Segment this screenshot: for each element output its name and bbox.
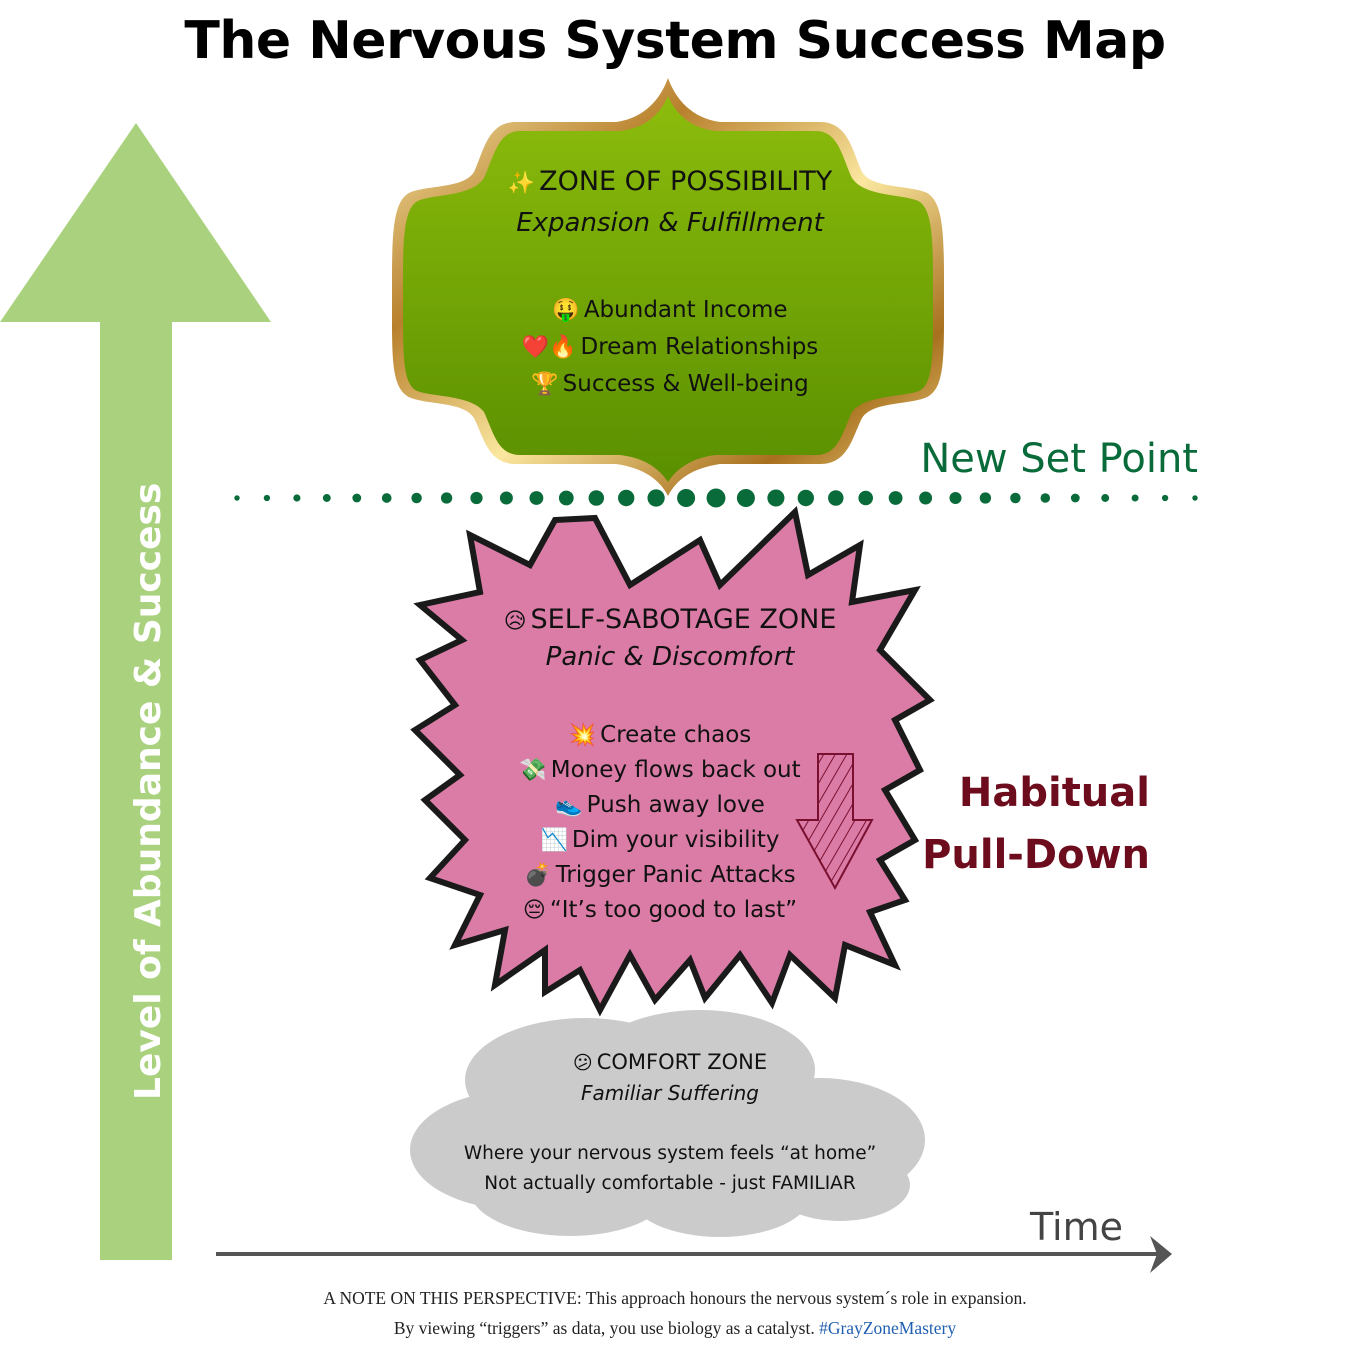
list-item: ❤️🔥Dream Relationships — [440, 329, 900, 366]
set-point-dot — [499, 491, 513, 505]
set-point-dot — [767, 489, 785, 507]
set-point-dot — [293, 494, 301, 502]
habitual-pull-down-label: Habitual Pull-Down — [922, 770, 1150, 878]
pull-down-arrow-icon — [795, 753, 874, 891]
set-point-dotted-line — [234, 488, 1198, 508]
set-point-dot — [736, 489, 755, 507]
list-item: 💸Money flows back out — [410, 753, 910, 788]
sabotage-subtitle: Panic & Discomfort — [545, 642, 795, 673]
list-item: 🏆Success & Well-being — [440, 366, 900, 403]
set-point-dot — [322, 494, 331, 502]
new-set-point-label: New Set Point — [920, 436, 1198, 482]
x-axis-label: Time — [1030, 1205, 1123, 1249]
sabotage-list: 💥Create chaos 💸Money flows back out 👟Pus… — [440, 718, 910, 928]
y-axis-label: Level of Abundance & Success — [128, 482, 169, 1100]
comfort-zone: 😕COMFORT ZONE Familiar Suffering Where y… — [420, 1050, 920, 1199]
y-axis-arrow — [0, 123, 271, 1260]
sparkles-icon: ✨ — [507, 171, 536, 196]
possibility-zone: ✨ZONE OF POSSIBILITY Expansion & Fulfill… — [440, 166, 900, 403]
page-title: The Nervous System Success Map — [184, 11, 1166, 71]
set-point-dot — [381, 493, 392, 503]
set-point-dot — [588, 490, 605, 506]
list-item: 😔“It’s too good to last” — [410, 893, 910, 928]
set-point-dot — [411, 492, 422, 504]
hashtag-link[interactable]: #GrayZoneMastery — [819, 1318, 957, 1338]
pensive-face-icon: 😔 — [522, 898, 546, 923]
comfort-title: COMFORT ZONE — [596, 1050, 768, 1074]
set-point-dot — [919, 491, 933, 505]
set-point-dot — [1070, 493, 1080, 503]
set-point-dot — [1192, 495, 1198, 501]
sabotage-title: SELF-SABOTAGE ZONE — [530, 604, 837, 635]
set-point-dot — [979, 492, 992, 504]
footer-line-1: A NOTE ON THIS PERSPECTIVE: This approac… — [323, 1288, 1027, 1308]
list-item: 💣Trigger Panic Attacks — [410, 858, 910, 893]
set-point-dot — [470, 491, 483, 505]
list-item: 💥Create chaos — [410, 718, 910, 753]
x-axis-arrow — [216, 1236, 1172, 1273]
sneaker-icon: 👟 — [555, 793, 583, 818]
set-point-dot — [677, 489, 696, 507]
possibility-subtitle: Expansion & Fulfillment — [516, 208, 824, 239]
sabotage-zone-starburst — [410, 506, 935, 1017]
comfort-line: Not actually comfortable - just FAMILIAR — [484, 1173, 856, 1195]
collision-icon: 💥 — [568, 723, 597, 748]
set-point-dot — [263, 494, 271, 502]
set-point-dot — [797, 489, 814, 507]
footer-line-2: By viewing “triggers” as data, you use b… — [393, 1318, 957, 1338]
set-point-dot — [858, 490, 873, 506]
footer-note: A NOTE ON THIS PERSPECTIVE: This approac… — [0, 1283, 1350, 1343]
possibility-title-row: ✨ZONE OF POSSIBILITY — [440, 166, 900, 198]
list-item: 🤑Abundant Income — [440, 292, 900, 329]
set-point-dot — [828, 490, 844, 506]
chart-decreasing-icon: 📉 — [540, 828, 568, 853]
possibility-title: ZONE OF POSSIBILITY — [539, 166, 833, 197]
comfort-line: Where your nervous system feels “at home… — [463, 1143, 877, 1165]
set-point-dot — [1161, 494, 1169, 502]
set-point-dot — [647, 489, 665, 507]
set-point-dot — [706, 488, 726, 508]
comfort-subtitle: Familiar Suffering — [580, 1081, 759, 1106]
set-point-dot — [1010, 492, 1021, 504]
set-point-dot — [558, 490, 574, 506]
set-point-dot — [1101, 494, 1110, 502]
list-item: 📉Dim your visibility — [410, 823, 910, 858]
comfort-zone-cloud — [410, 1010, 925, 1237]
money-wings-icon: 💸 — [519, 758, 547, 783]
list-item: 👟Push away love — [410, 788, 910, 823]
money-face-icon: 🤑 — [552, 297, 580, 323]
set-point-dot — [440, 492, 453, 504]
set-point-dot — [618, 489, 635, 507]
confused-face-icon: 😕 — [572, 1052, 593, 1074]
sabotage-title-row: 😥SELF-SABOTAGE ZONE — [440, 604, 900, 636]
bomb-icon: 💣 — [524, 863, 552, 888]
set-point-dot — [352, 493, 362, 503]
set-point-dot — [529, 491, 544, 505]
set-point-dot — [949, 491, 962, 505]
anxious-face-icon: 😥 — [503, 609, 527, 634]
comfort-title-row: 😕COMFORT ZONE — [420, 1050, 920, 1075]
set-point-dot — [234, 495, 240, 501]
set-point-dot — [1131, 494, 1139, 502]
set-point-dot — [1040, 493, 1051, 503]
heart-fire-icon: ❤️🔥 — [521, 334, 577, 360]
possibility-zone-shape — [391, 78, 945, 496]
set-point-dot — [888, 491, 903, 505]
trophy-icon: 🏆 — [531, 371, 559, 397]
sabotage-zone: 😥SELF-SABOTAGE ZONE Panic & Discomfort — [440, 604, 900, 714]
